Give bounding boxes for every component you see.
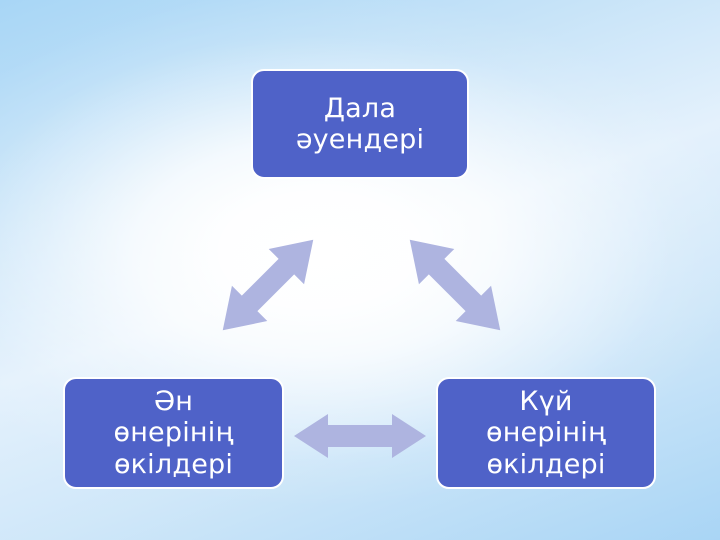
double-arrow-top-left-icon [203,215,333,355]
diagram-node-right[interactable]: Күй өнерінің өкілдері [436,377,656,489]
diagram-node-left[interactable]: Ән өнерінің өкілдері [63,377,284,489]
double-arrow-bottom-icon [292,411,428,461]
double-arrow-top-right-icon [390,215,520,355]
diagram-node-top[interactable]: Дала әуендері [251,69,469,179]
